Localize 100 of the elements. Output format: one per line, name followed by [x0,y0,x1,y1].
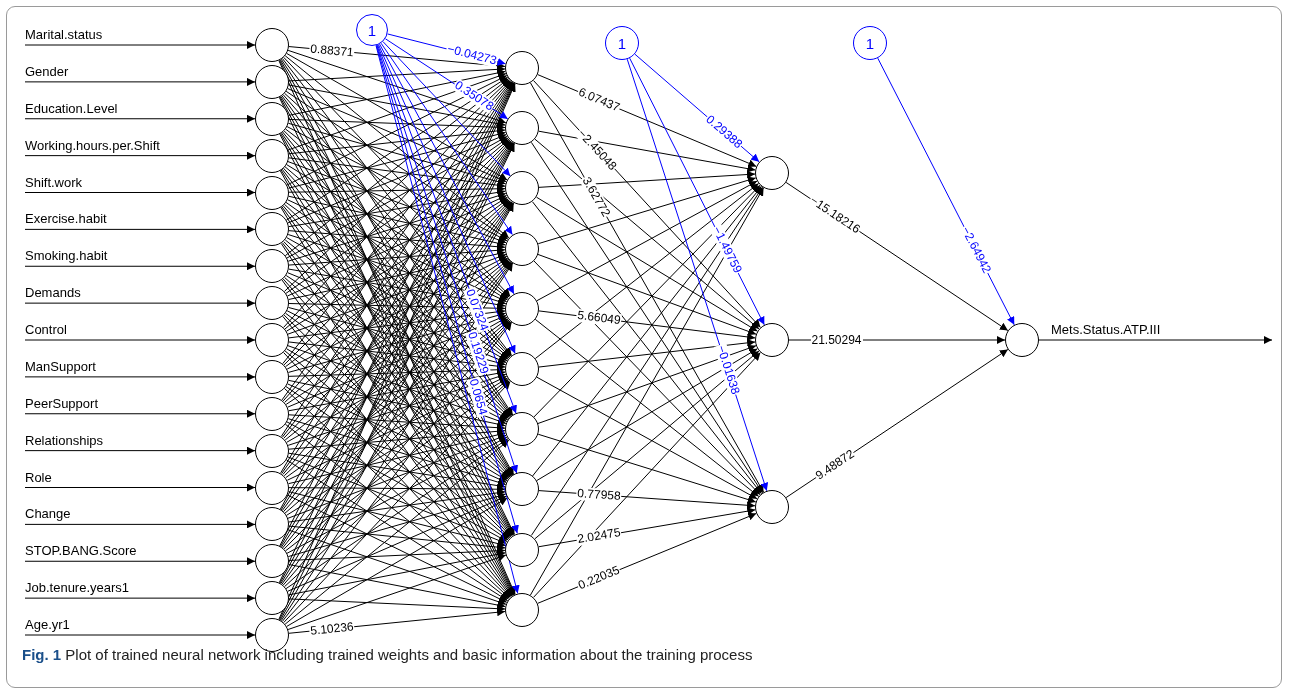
arrow [538,130,756,173]
neuron-circle [505,51,539,85]
arrow [24,77,256,86]
arrow [382,41,511,177]
arrow [286,310,508,423]
arrow [537,433,757,504]
neuron-circle [255,175,289,210]
arrow [288,250,506,300]
arrow [284,258,510,441]
variable-label: Smoking.habit [25,248,108,264]
variable-label: Relationships [25,432,104,448]
arrow [284,439,510,625]
arrow [288,485,506,494]
arrow [287,311,507,373]
arrow [24,151,256,160]
arrow [288,157,506,190]
arrow [24,594,256,603]
arrow [288,427,506,450]
arrow [24,409,256,418]
arrow [288,550,506,596]
arrow [24,41,256,49]
arrow [288,488,506,523]
arrow [287,161,507,244]
variable-label: Control [25,322,67,337]
arrow [1038,336,1273,344]
neuron-circle [255,507,289,542]
arrow [288,65,506,82]
arrow [288,188,506,228]
neuron-circle [255,286,289,321]
arrow [288,341,506,371]
neuron-circle [755,490,789,524]
arrow [286,196,508,332]
arrow [284,350,510,540]
variable-label: Shift.work [25,174,83,190]
arrow [533,260,761,496]
arrow [288,84,506,128]
variable-label: Working.hours.per.Shift [25,137,160,153]
arrow [284,166,510,359]
arrow [284,138,510,330]
arrow [288,268,506,309]
arrow [288,195,506,248]
neuron-circle [505,412,539,447]
neuron-circle [1005,323,1039,357]
arrow [377,44,517,414]
neuron-circle [505,352,539,386]
arrow [287,88,507,183]
arrow [288,564,506,609]
arrow [287,192,507,262]
arrow [288,184,506,193]
arrow [286,52,508,181]
arrow [287,133,507,224]
neuron-circle [255,101,289,136]
arrow [286,164,508,301]
arrow [288,365,506,377]
edge-label: 0.88371 [308,42,356,60]
arrow [285,90,509,240]
variable-label: Gender [25,63,69,79]
arrow [380,42,513,236]
arrow [287,306,507,367]
variable-label: Education.Level [25,100,118,116]
arrow [24,372,256,381]
variable-label: Role [25,469,52,485]
arrow [287,272,507,364]
neuron-circle [255,470,289,505]
arrow [379,43,515,295]
arrow [284,55,510,239]
arrow [286,316,508,443]
arrow [537,253,757,336]
arrow [24,336,256,344]
arrow [287,456,507,545]
arrow [286,75,508,186]
arrow [24,262,256,271]
arrow [288,491,506,548]
arrow [533,184,761,418]
arrow [530,186,764,536]
arrow [288,431,506,485]
arrow [287,345,507,425]
arrow [284,239,510,420]
arrow [288,246,506,266]
neuron-circle [505,532,539,567]
arrow [377,44,516,354]
arrow [286,497,508,627]
arrow [288,452,506,490]
neuron-circle [255,64,289,99]
arrow [24,299,256,308]
variable-label: STOP.BANG.Score [25,543,137,559]
neuron-circle [505,472,539,507]
variable-label: PeerSupport [25,395,98,411]
arrow [537,176,757,245]
arrow [536,180,758,302]
arrow [286,421,508,542]
arrow [288,379,506,428]
arrow [24,520,256,529]
neuron-circle [505,231,539,266]
variable-label: Demands [25,285,81,301]
arrow [287,130,507,189]
edge-label: 0.77958 [576,486,623,503]
arrow [287,72,507,151]
variable-label: Age.yr1 [25,617,70,632]
arrow [287,234,507,306]
